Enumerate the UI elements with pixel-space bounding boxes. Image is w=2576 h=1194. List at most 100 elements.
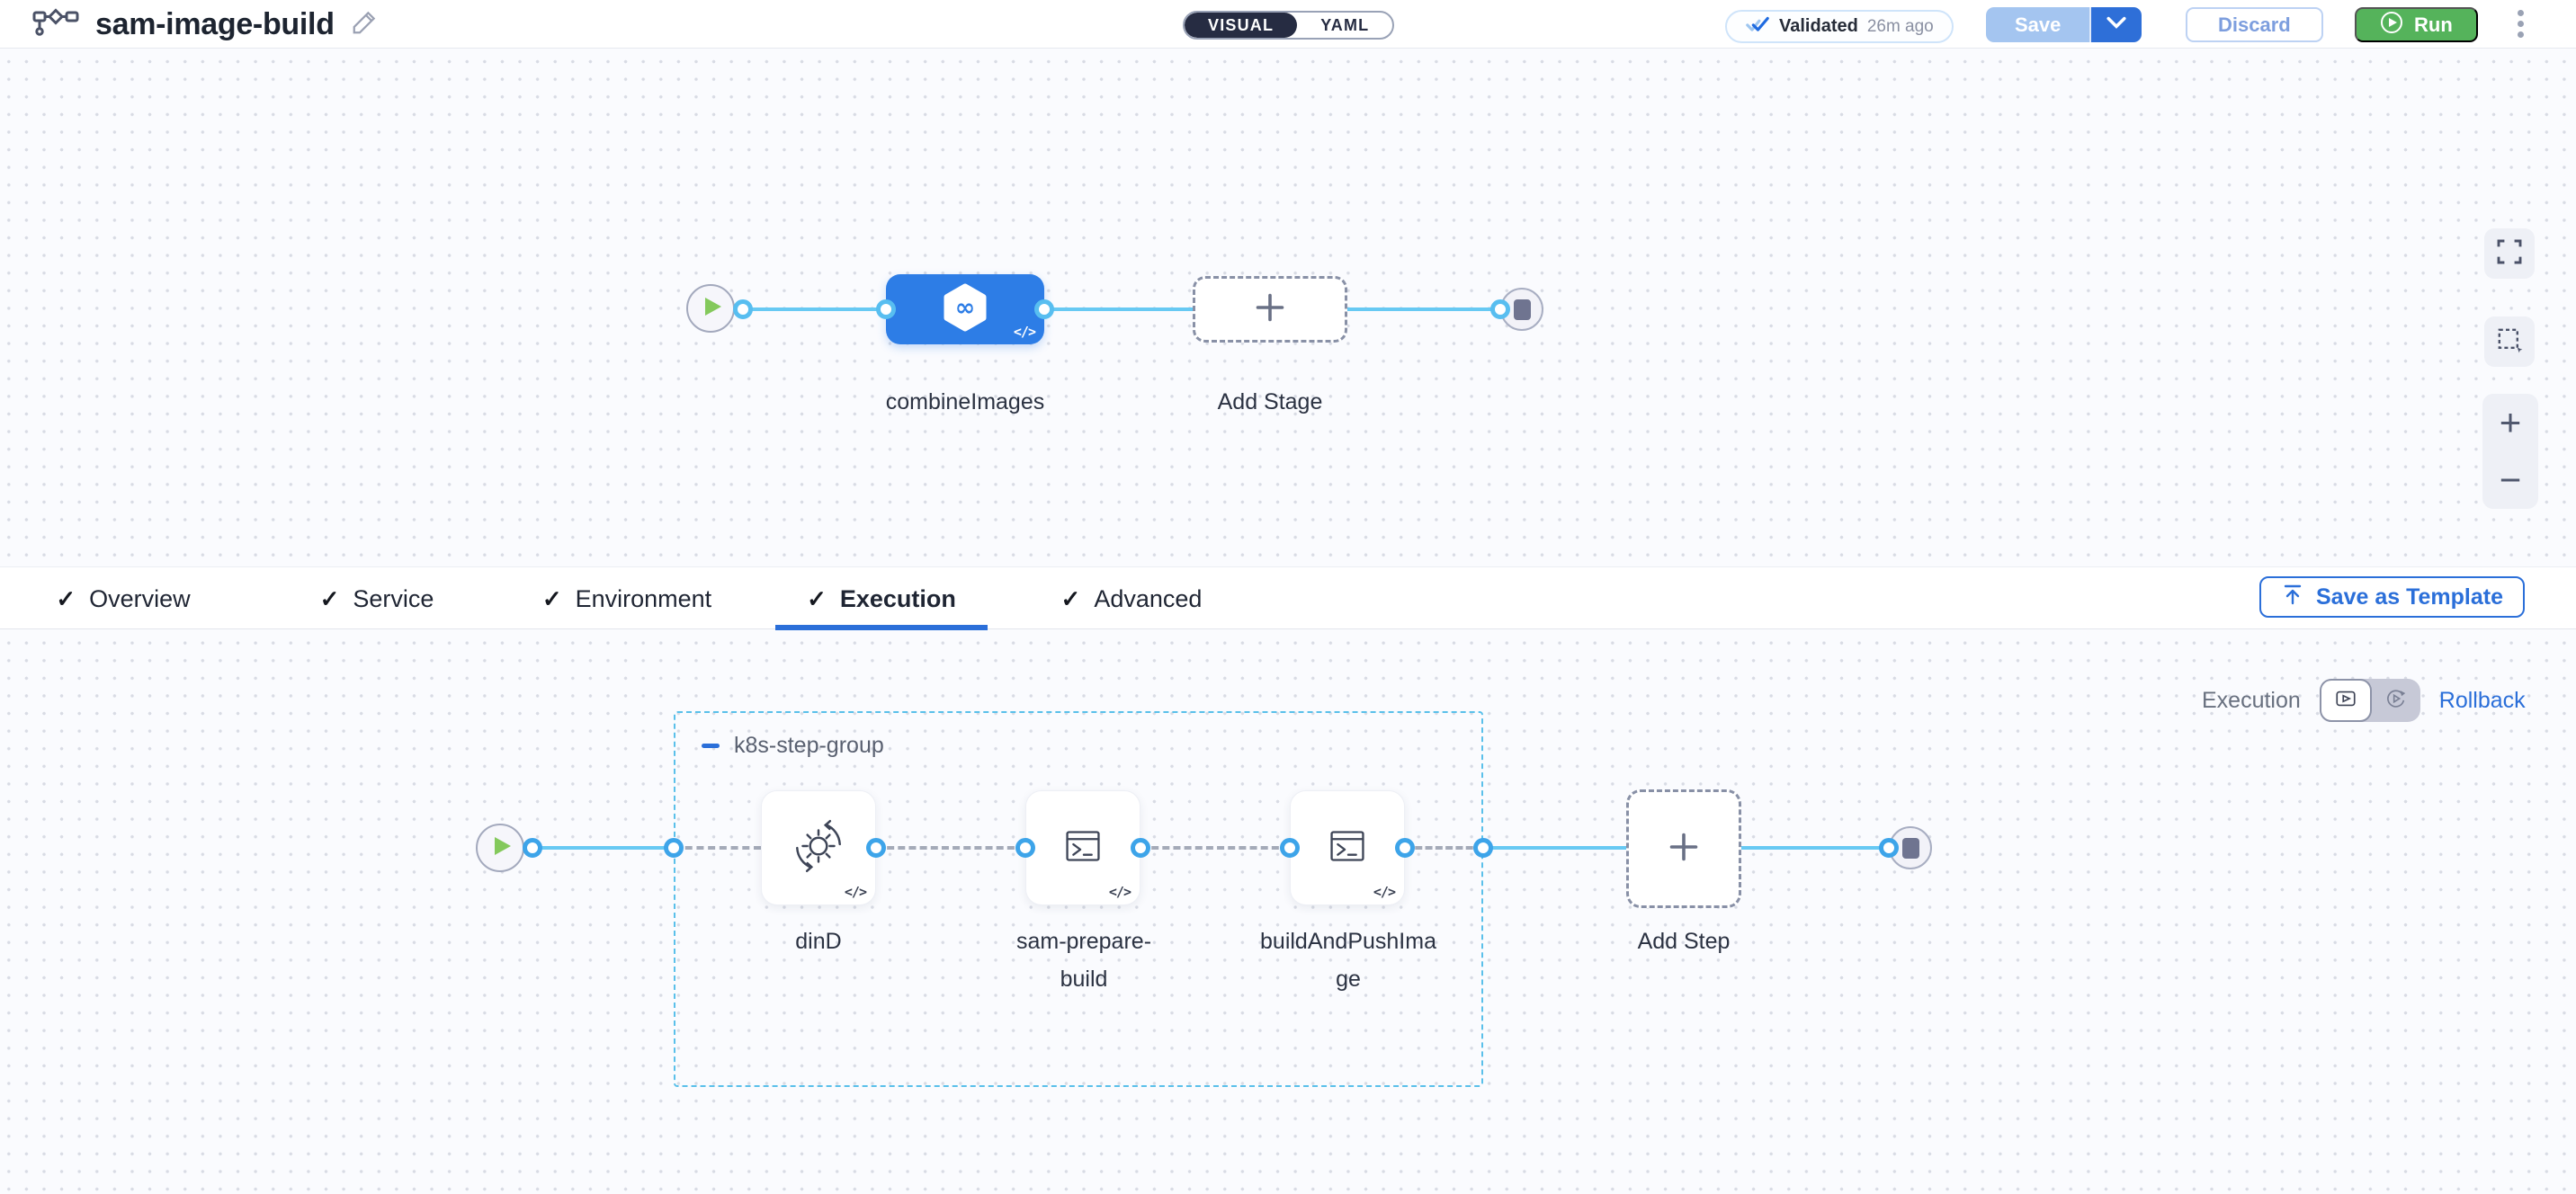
save-as-template-label: Save as Template — [2316, 584, 2503, 610]
terminal-icon — [1055, 818, 1111, 878]
connector-port — [866, 838, 886, 858]
execution-end-node — [1889, 826, 1932, 869]
flow-edge — [1347, 307, 1500, 311]
flow-edge-dashed — [876, 846, 1025, 850]
run-button[interactable]: Run — [2355, 7, 2478, 42]
page-title: sam-image-build — [95, 6, 335, 41]
add-step-label[interactable]: Add Step — [1637, 929, 1731, 954]
pipeline-start-node — [686, 284, 735, 333]
execution-mode-row: Execution Rollback — [2202, 677, 2526, 724]
collapse-minus-icon[interactable] — [702, 744, 720, 748]
zoom-out-button[interactable]: − — [2482, 451, 2538, 509]
check-icon: ✓ — [807, 584, 827, 612]
upload-icon — [2281, 583, 2304, 612]
pencil-icon[interactable] — [351, 9, 378, 40]
step-group-box: k8s-step-group — [674, 711, 1483, 1087]
tab-label: Environment — [575, 584, 712, 612]
step-label[interactable]: dinD — [795, 929, 842, 954]
check-icon: ✓ — [541, 584, 562, 612]
connector-port — [1473, 838, 1493, 858]
svg-text:∞: ∞ — [955, 294, 976, 322]
zoom-controls: + − — [2482, 394, 2538, 509]
save-button[interactable]: Save — [1986, 7, 2090, 42]
add-step-node[interactable] — [1626, 789, 1741, 908]
stage-config-tabbar: ✓ Overview ✓ Service ✓ Environment ✓ Exe… — [0, 566, 2576, 630]
toggle-visual[interactable]: VISUAL — [1185, 13, 1298, 38]
stage-chain-icon: ∞ — [940, 282, 990, 337]
rollback-play-icon — [2384, 687, 2408, 715]
step-node-buildandpushimage[interactable]: </> — [1290, 790, 1405, 905]
rollback-mode-segment[interactable] — [2372, 679, 2420, 722]
connector-port — [1879, 838, 1899, 858]
step-group-name[interactable]: k8s-step-group — [734, 733, 884, 758]
execution-mode-segment[interactable] — [2319, 679, 2372, 722]
connector-port — [1131, 838, 1150, 858]
check-icon: ✓ — [56, 584, 76, 612]
check-icon: ✓ — [1060, 584, 1081, 612]
tab-environment[interactable]: ✓ Environment — [530, 567, 724, 630]
flow-edge — [532, 846, 674, 850]
toggle-yaml[interactable]: YAML — [1320, 15, 1370, 34]
kebab-menu-icon[interactable] — [2515, 10, 2526, 38]
execution-rollback-toggle[interactable] — [2319, 679, 2420, 722]
visual-yaml-toggle: VISUAL YAML — [1183, 11, 1395, 40]
run-button-label: Run — [2414, 13, 2453, 36]
save-split-button: Save — [1986, 7, 2142, 42]
tab-service[interactable]: ✓ Service — [309, 567, 444, 630]
execution-mode-label: Execution — [2202, 687, 2301, 713]
tab-label: Execution — [839, 584, 956, 612]
connector-port — [1034, 299, 1054, 319]
pipeline-flow-icon — [32, 7, 79, 42]
connector-port — [1280, 838, 1300, 858]
zoom-in-button[interactable]: + — [2482, 394, 2538, 451]
stage-label[interactable]: combineImages — [885, 389, 1045, 414]
plus-icon — [1254, 291, 1286, 328]
add-stage-node[interactable] — [1193, 276, 1347, 343]
discard-button[interactable]: Discard — [2186, 7, 2323, 42]
plus-icon — [1668, 831, 1700, 868]
flow-edge — [1741, 846, 1889, 850]
connector-port — [1490, 299, 1510, 319]
step-group-header: k8s-step-group — [702, 733, 884, 759]
save-dropdown-button[interactable] — [2089, 7, 2142, 42]
connector-port — [664, 838, 684, 858]
stop-icon — [1513, 298, 1531, 320]
connector-port — [876, 299, 896, 319]
header-title-group: sam-image-build — [32, 0, 378, 49]
step-label[interactable]: sam-prepare-build — [1015, 929, 1152, 992]
rollback-link[interactable]: Rollback — [2438, 687, 2526, 713]
fullscreen-button[interactable] — [2484, 228, 2535, 279]
step-label[interactable]: buildAndPushImage — [1260, 929, 1436, 992]
execution-start-node — [476, 824, 524, 872]
code-badge-icon: </> — [1013, 324, 1036, 340]
flow-edge-dashed — [674, 846, 761, 850]
tab-label: Advanced — [1094, 584, 1203, 612]
play-icon — [703, 296, 723, 322]
validated-time: 26m ago — [1866, 16, 1934, 36]
chevron-down-icon — [2106, 16, 2126, 33]
play-circle-icon — [2380, 11, 2403, 40]
add-stage-label[interactable]: Add Stage — [1217, 389, 1323, 414]
step-node-sam-prepare-build[interactable]: </> — [1025, 790, 1140, 905]
play-box-icon — [2334, 687, 2357, 715]
tab-execution[interactable]: ✓ Execution — [775, 567, 988, 630]
stop-icon — [1901, 837, 1919, 859]
stage-node-combineimages[interactable]: ∞ </> — [886, 274, 1044, 344]
marquee-select-icon — [2495, 325, 2524, 359]
validated-label: Validated — [1779, 16, 1858, 36]
save-as-template-button[interactable]: Save as Template — [2259, 576, 2525, 618]
step-node-dind[interactable]: </> — [761, 790, 876, 905]
flow-edge-dashed — [1405, 846, 1483, 850]
tab-label: Service — [353, 584, 434, 612]
multi-select-button[interactable] — [2484, 316, 2535, 367]
connector-port — [1395, 838, 1415, 858]
terminal-icon — [1319, 818, 1375, 878]
tab-advanced[interactable]: ✓ Advanced — [1048, 567, 1215, 630]
connector-port — [523, 838, 542, 858]
tab-overview[interactable]: ✓ Overview — [44, 567, 202, 630]
sync-gear-icon — [789, 816, 848, 880]
validated-badge[interactable]: Validated 26m ago — [1725, 10, 1954, 43]
header-bar: sam-image-build VISUAL YAML Validated 26… — [0, 0, 2576, 49]
check-icon: ✓ — [319, 584, 340, 612]
